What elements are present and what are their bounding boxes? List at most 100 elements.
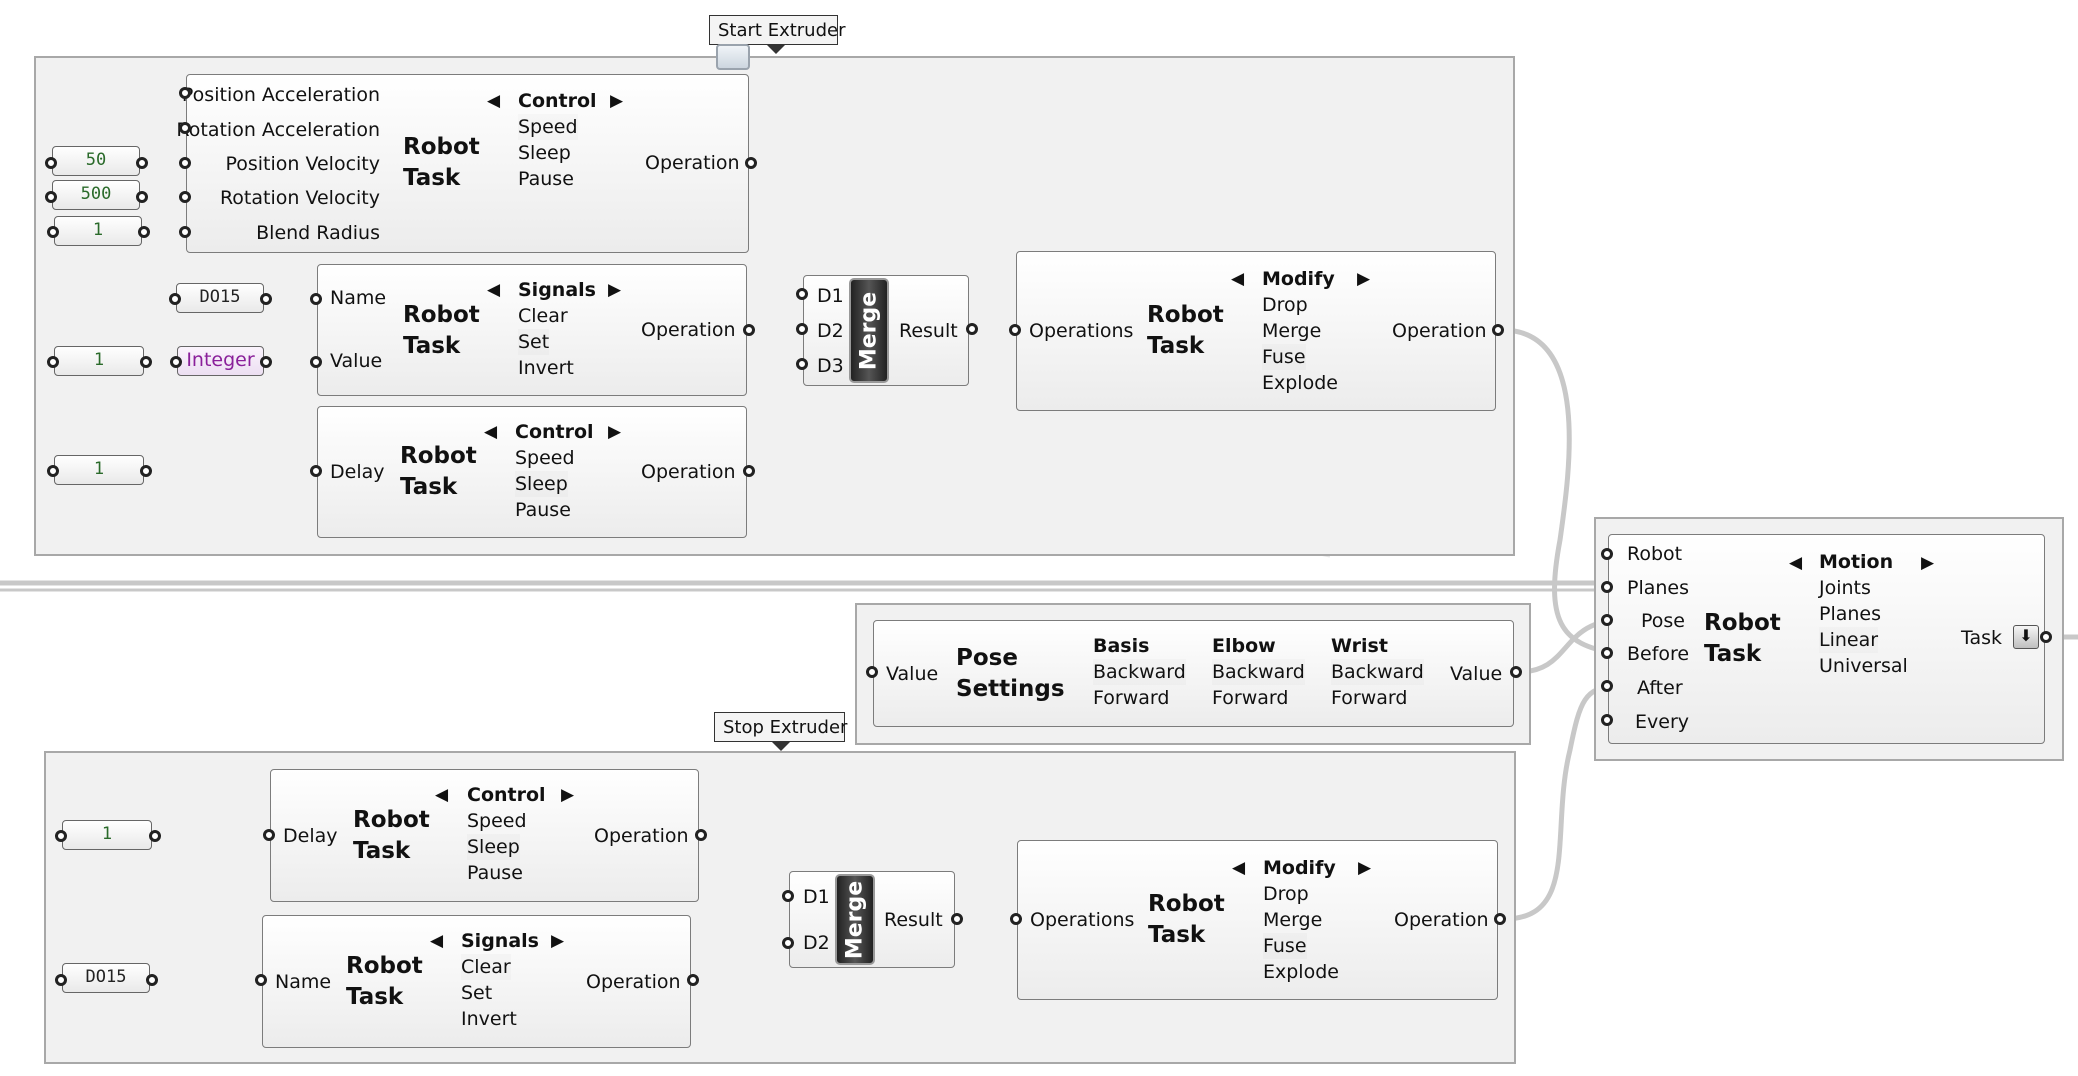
output-port[interactable]	[138, 226, 150, 238]
robot-task-signals-component[interactable]: Name Value Robot Task ◀ Signals ▶ Clear …	[317, 264, 747, 396]
input-port[interactable]	[782, 890, 794, 902]
prev-arrow-icon[interactable]: ◀	[1231, 269, 1245, 289]
input-port[interactable]	[47, 356, 59, 368]
text-panel[interactable]: DO15	[62, 963, 150, 993]
option-item[interactable]: Set	[461, 982, 493, 1004]
pose-settings-component[interactable]: Value Pose Settings Basis Backward Forwa…	[873, 620, 1514, 727]
input-port[interactable]	[310, 293, 322, 305]
output-port[interactable]	[695, 829, 707, 841]
output-port[interactable]	[687, 974, 699, 986]
number-panel[interactable]: 1	[54, 346, 144, 376]
input-port[interactable]	[796, 323, 808, 335]
output-port[interactable]	[149, 830, 161, 842]
download-icon[interactable]: ⬇	[2013, 625, 2039, 649]
merge-component-top[interactable]: D1 D2 D3 Merge Result	[803, 275, 969, 386]
input-port[interactable]	[179, 157, 191, 169]
option-item[interactable]: Sleep	[467, 836, 520, 858]
output-port[interactable]	[745, 157, 757, 169]
robot-task-control-component[interactable]: Position Acceleration Rotation Accelerat…	[176, 74, 749, 253]
prev-arrow-icon[interactable]: ◀	[487, 280, 501, 300]
output-port[interactable]	[1494, 913, 1506, 925]
prev-arrow-icon[interactable]: ◀	[487, 91, 501, 111]
option-item[interactable]: Pause	[518, 168, 574, 190]
option-item[interactable]: Sleep	[518, 142, 571, 164]
input-port[interactable]	[55, 974, 67, 986]
option-item[interactable]: Forward	[1331, 687, 1408, 709]
option-item[interactable]: Speed	[518, 116, 578, 138]
option-item[interactable]: Planes	[1819, 603, 1882, 625]
group-label-start-extruder[interactable]: Start Extruder	[709, 15, 846, 54]
option-item[interactable]: Explode	[1263, 961, 1339, 983]
option-item[interactable]: Forward	[1093, 687, 1170, 709]
number-panel[interactable]: 1	[54, 455, 144, 485]
robot-task-motion-component[interactable]: Robot Planes Pose Before After Every Rob…	[1608, 534, 2045, 744]
option-item[interactable]: Clear	[461, 956, 511, 978]
robot-task-modify-component[interactable]: Operations Robot Task ◀ Modify ▶ Drop Me…	[1017, 840, 1498, 1000]
output-port[interactable]	[951, 913, 963, 925]
next-arrow-icon[interactable]: ▶	[608, 280, 622, 300]
output-port[interactable]	[140, 465, 152, 477]
option-item[interactable]: Fuse	[1263, 935, 1307, 957]
next-arrow-icon[interactable]: ▶	[1357, 269, 1371, 289]
prev-arrow-icon[interactable]: ◀	[435, 785, 449, 805]
option-item[interactable]: Merge	[1263, 909, 1323, 931]
option-item[interactable]: Speed	[515, 447, 575, 469]
input-port[interactable]	[866, 666, 878, 678]
option-item[interactable]: Drop	[1262, 294, 1308, 316]
number-panel[interactable]: 50	[52, 146, 140, 176]
input-port[interactable]	[1009, 324, 1021, 336]
comment-bubble-icon[interactable]	[716, 44, 750, 70]
prev-arrow-icon[interactable]: ◀	[1232, 858, 1246, 878]
option-item[interactable]: Merge	[1262, 320, 1322, 342]
robot-task-modify-component[interactable]: Operations Robot Task ◀ Modify ▶ Drop Me…	[1016, 251, 1496, 411]
text-panel[interactable]: DO15	[176, 283, 264, 313]
group-label-stop-extruder[interactable]: Stop Extruder	[714, 712, 847, 751]
input-port[interactable]	[1601, 581, 1613, 593]
input-port[interactable]	[1601, 680, 1613, 692]
input-port[interactable]	[1601, 614, 1613, 626]
option-item[interactable]: Clear	[518, 305, 568, 327]
option-item[interactable]: Invert	[461, 1008, 517, 1030]
next-arrow-icon[interactable]: ▶	[610, 91, 624, 111]
option-item[interactable]: Drop	[1263, 883, 1309, 905]
output-port[interactable]	[1492, 324, 1504, 336]
input-port[interactable]	[1601, 714, 1613, 726]
input-port[interactable]	[47, 226, 59, 238]
option-item[interactable]: Pause	[515, 499, 571, 521]
input-port[interactable]	[255, 974, 267, 986]
input-port[interactable]	[782, 937, 794, 949]
output-port[interactable]	[1510, 666, 1522, 678]
output-port[interactable]	[146, 974, 158, 986]
output-port[interactable]	[140, 356, 152, 368]
number-panel[interactable]: 500	[52, 180, 140, 210]
option-item[interactable]: Explode	[1262, 372, 1338, 394]
output-port[interactable]	[2040, 631, 2052, 643]
robot-task-signals-component[interactable]: Name Robot Task ◀ Signals ▶ Clear Set In…	[262, 915, 691, 1048]
input-port[interactable]	[47, 465, 59, 477]
input-port[interactable]	[1601, 647, 1613, 659]
input-port[interactable]	[179, 226, 191, 238]
input-port[interactable]	[55, 830, 67, 842]
output-port[interactable]	[260, 293, 272, 305]
merge-component-bottom[interactable]: D1 D2 Merge Result	[789, 871, 955, 968]
output-port[interactable]	[260, 356, 272, 368]
input-port[interactable]	[45, 157, 57, 169]
output-port[interactable]	[136, 191, 148, 203]
next-arrow-icon[interactable]: ▶	[561, 785, 575, 805]
input-port[interactable]	[310, 465, 322, 477]
option-item[interactable]: Fuse	[1262, 346, 1306, 368]
option-item[interactable]: Backward	[1331, 661, 1424, 683]
input-port[interactable]	[263, 829, 275, 841]
prev-arrow-icon[interactable]: ◀	[430, 931, 444, 951]
next-arrow-icon[interactable]: ▶	[1358, 858, 1372, 878]
next-arrow-icon[interactable]: ▶	[1921, 553, 1935, 573]
number-panel[interactable]: 1	[62, 820, 152, 850]
number-panel[interactable]: 1	[54, 216, 142, 246]
input-port[interactable]	[45, 191, 57, 203]
robot-task-delay-component[interactable]: Delay Robot Task ◀ Control ▶ Speed Sleep…	[270, 769, 699, 902]
option-item[interactable]: Backward	[1093, 661, 1186, 683]
option-item[interactable]: Linear	[1819, 629, 1879, 651]
input-port[interactable]	[179, 87, 191, 99]
option-item[interactable]: Backward	[1212, 661, 1305, 683]
input-port[interactable]	[310, 356, 322, 368]
